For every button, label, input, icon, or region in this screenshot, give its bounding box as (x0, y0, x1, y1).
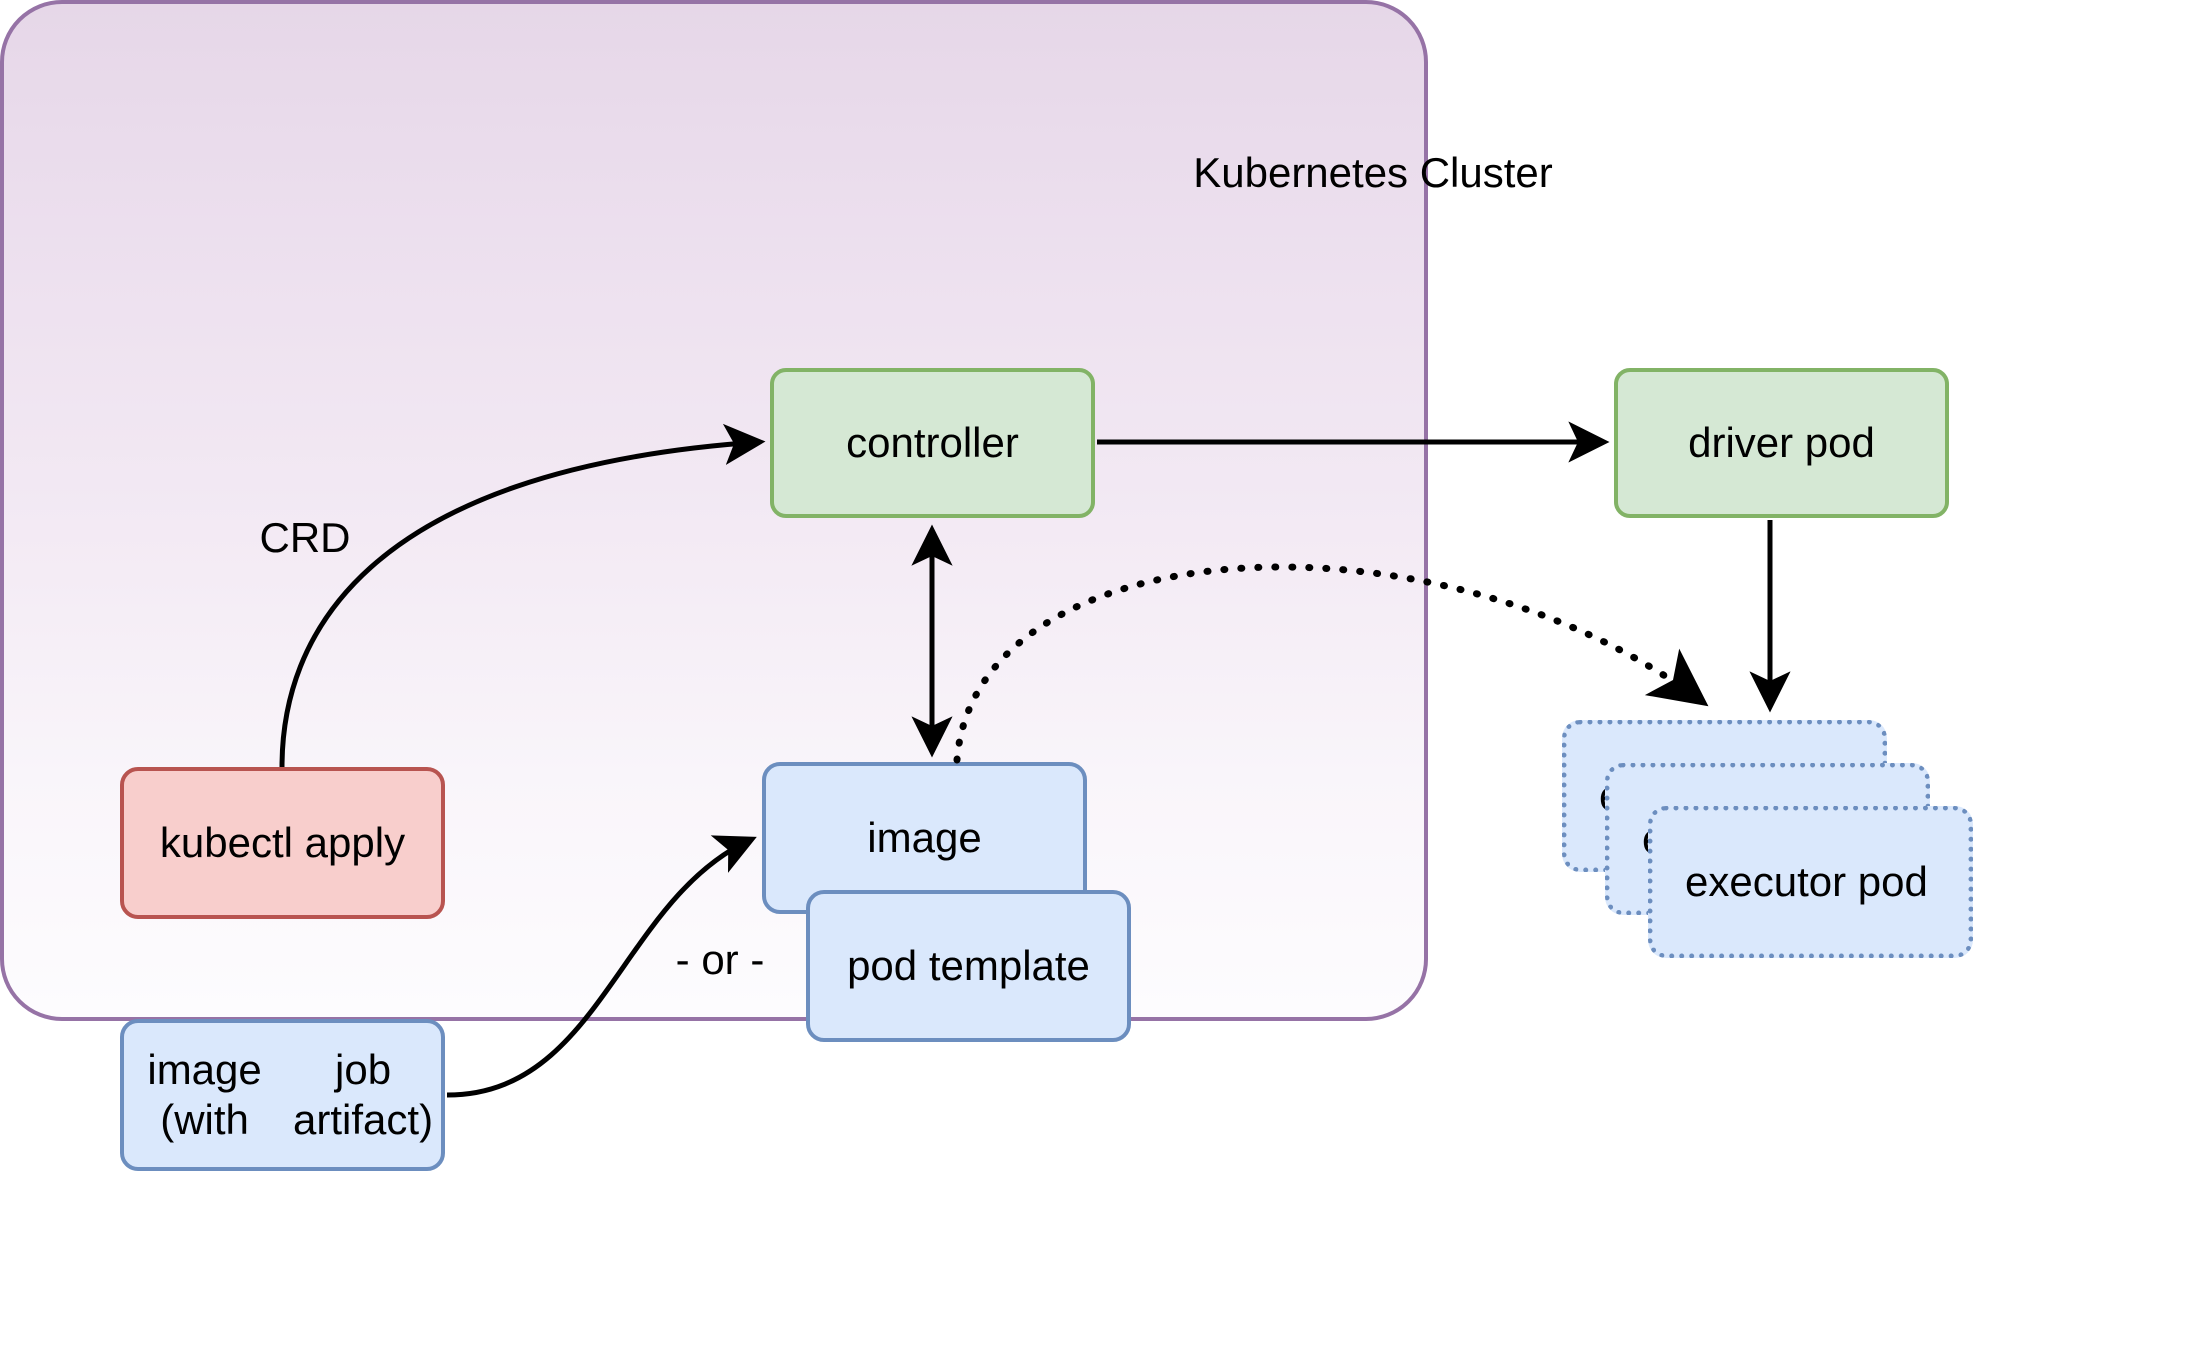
image-artifact-line-2: job artifact) (293, 1046, 434, 1143)
crd-edge-label: CRD (259, 514, 351, 562)
or-separator-label: - or - (675, 936, 765, 984)
node-image[interactable]: image (762, 762, 1087, 914)
node-kubectl-apply[interactable]: kubectl apply (120, 767, 445, 919)
node-executor-pod-3[interactable]: executor pod (1648, 806, 1973, 958)
image-artifact-line-1: image (with (147, 1046, 262, 1143)
node-pod-template[interactable]: pod template (806, 890, 1131, 1042)
node-image-with-job-artifact[interactable]: image (with job artifact) (120, 1019, 445, 1171)
node-driver-pod[interactable]: driver pod (1614, 368, 1949, 518)
node-controller[interactable]: controller (770, 368, 1095, 518)
cluster-title: Kubernetes Cluster (1193, 149, 1553, 197)
